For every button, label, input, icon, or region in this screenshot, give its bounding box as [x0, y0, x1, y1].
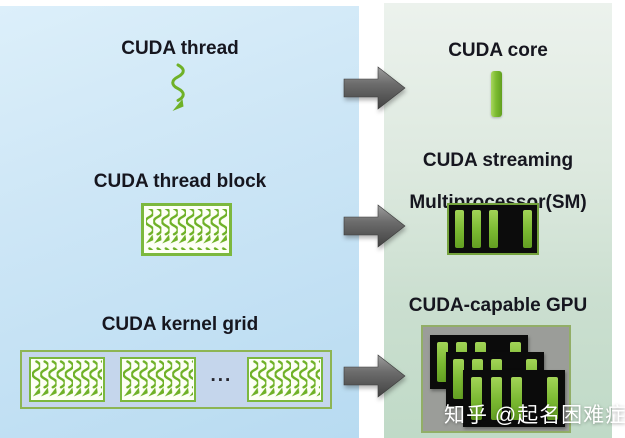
sm-chip-icon [463, 370, 565, 427]
sm-chip-icon [447, 203, 539, 255]
core-bar [453, 359, 464, 399]
thread-block-icon [247, 357, 323, 402]
core-bar [491, 377, 502, 420]
core-bar [455, 210, 464, 248]
cuda-kernel-grid-label: CUDA kernel grid [101, 314, 259, 335]
sm-label-line1: CUDA streaming [422, 150, 574, 171]
ellipsis: ... [210, 364, 233, 386]
core-bar [523, 210, 532, 248]
core-bar [547, 377, 558, 420]
cuda-thread-block-label: CUDA thread block [93, 171, 267, 192]
right-arrow-icon [343, 204, 406, 248]
cuda-core-icon [491, 71, 502, 117]
thread-pattern [146, 209, 227, 250]
core-bar [471, 377, 482, 420]
thread-squiggle-icon [171, 63, 185, 111]
cuda-gpu-label: CUDA-capable GPU [408, 295, 588, 316]
right-arrow-icon [343, 66, 406, 110]
core-bar [489, 210, 498, 248]
core-bar [511, 377, 522, 420]
cuda-core-label: CUDA core [448, 40, 548, 61]
cuda-thread-label: CUDA thread [121, 38, 239, 59]
kernel-grid-icon: ... [20, 350, 332, 409]
thread-block-icon [141, 203, 232, 256]
zhihu-watermark: 知乎 @起名困难症 [444, 404, 625, 427]
thread-block-icon [119, 357, 196, 402]
gpu-icon [421, 325, 571, 433]
thread-block-icon [29, 357, 105, 402]
right-arrow-icon [343, 354, 406, 398]
core-bar [437, 342, 448, 382]
core-bar [472, 210, 481, 248]
